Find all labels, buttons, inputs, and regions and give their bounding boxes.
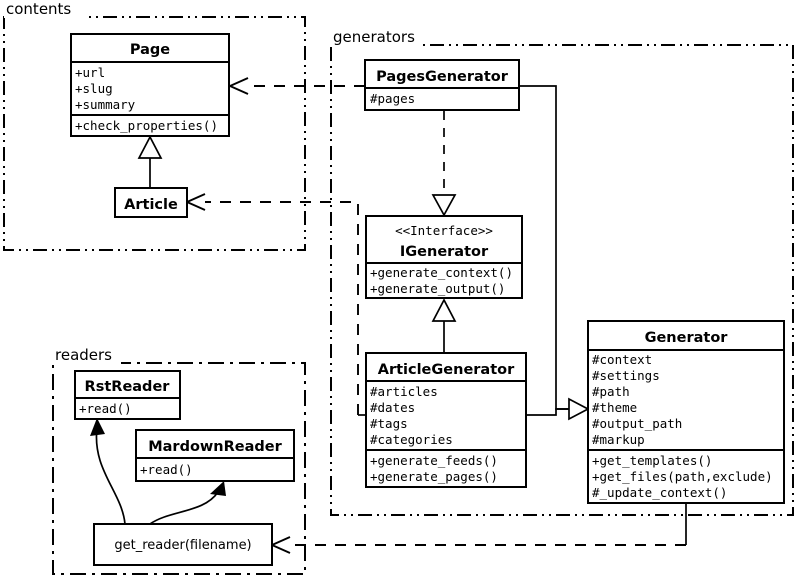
- class-article-box[interactable]: [114, 187, 188, 218]
- class-page-name: Page: [130, 42, 170, 58]
- class-generator-attribute: #theme: [592, 400, 637, 415]
- class-igenerator-operation: +generate_output(): [370, 281, 505, 296]
- class-page[interactable]: Page +url +slug +summary +check_properti…: [70, 33, 230, 137]
- relation-to-generator-arrowhead: [568, 397, 590, 421]
- class-articlegenerator-attribute: #tags: [370, 416, 408, 431]
- package-generators: generators: [330, 28, 794, 516]
- function-get-reader-box[interactable]: [93, 523, 273, 566]
- class-generator-attribute: #output_path: [592, 416, 682, 431]
- class-generator-operation: +get_files(path,exclude): [592, 469, 773, 484]
- relation-articlegenerator-to-generator-line: [526, 408, 570, 416]
- class-pagesgenerator-box[interactable]: [364, 59, 520, 111]
- class-generator-box[interactable]: [587, 320, 785, 504]
- relation-articlegenerator-to-article-arrowhead: [184, 193, 206, 211]
- class-page-attribute: +summary: [75, 97, 136, 112]
- relation-getreader-to-mardownreader-arrowhead: [210, 481, 226, 496]
- class-pagesgenerator-attribute: #pages: [370, 91, 415, 106]
- package-contents-label: contents: [6, 0, 71, 18]
- relation-pagesgenerator-to-igenerator-arrowhead: [431, 194, 457, 217]
- class-mardownreader[interactable]: MardownReader +read(): [135, 429, 295, 482]
- class-articlegenerator-attribute: #categories: [370, 432, 453, 447]
- package-contents-label-backing: [4, 2, 84, 18]
- package-readers-label: readers: [55, 346, 112, 364]
- class-page-box[interactable]: [70, 33, 230, 137]
- package-generators-label-backing: [331, 29, 423, 46]
- relation-getreader-to-mardownreader-line: [149, 491, 219, 525]
- class-rstreader[interactable]: RstReader +read(): [74, 370, 181, 420]
- class-rstreader-operation: +read(): [79, 401, 132, 416]
- class-articlegenerator-name: ArticleGenerator: [378, 362, 515, 378]
- class-articlegenerator-operation: +generate_pages(): [370, 469, 498, 484]
- package-contents: contents: [3, 0, 306, 251]
- relation-pagesgenerator-to-igenerator: [431, 111, 457, 217]
- relation-articlegenerator-to-igenerator-arrowhead: [431, 298, 457, 322]
- relation-articlegenerator-to-article-line: [205, 201, 359, 415]
- class-page-attribute: +url: [75, 65, 105, 80]
- class-article-name: Article: [124, 197, 178, 213]
- class-articlegenerator-operation: +generate_feeds(): [370, 453, 498, 468]
- package-generators-border: [330, 44, 794, 516]
- class-rstreader-name: RstReader: [85, 379, 171, 395]
- relation-getreader-to-rstreader-arrowhead: [90, 418, 105, 436]
- class-page-attribute: +slug: [75, 81, 113, 96]
- class-page-operation: +check_properties(): [75, 118, 218, 133]
- package-generators-label: generators: [333, 28, 415, 46]
- class-generator-attribute: #context: [592, 352, 652, 367]
- relation-getreader-to-mardownreader: [149, 481, 226, 525]
- package-contents-border: [3, 16, 306, 251]
- relation-articlegenerator-to-igenerator: [431, 298, 457, 353]
- class-articlegenerator-box[interactable]: [365, 352, 527, 488]
- class-mardownreader-box[interactable]: [135, 429, 295, 482]
- class-mardownreader-operation: +read(): [140, 462, 193, 477]
- relation-articlegenerator-to-article: [184, 193, 366, 416]
- relation-articlegenerator-to-generator: [526, 397, 590, 421]
- relation-pagesgenerator-to-page-arrowhead: [227, 77, 249, 95]
- class-article[interactable]: Article: [114, 187, 188, 218]
- function-get-reader[interactable]: get_reader(filename): [93, 523, 273, 566]
- class-generator-operation: #_update_context(): [592, 485, 727, 500]
- class-igenerator-name: IGenerator: [400, 244, 489, 260]
- relation-article-to-page-arrowhead: [137, 135, 163, 159]
- package-readers-border: [52, 362, 306, 575]
- relation-getreader-to-rstreader-line: [95, 427, 126, 525]
- package-readers-label-backing: [53, 347, 121, 364]
- class-articlegenerator[interactable]: ArticleGenerator #articles #dates #tags …: [365, 352, 527, 488]
- relation-pagesgenerator-to-page: [227, 77, 365, 95]
- class-articlegenerator-attribute: #dates: [370, 400, 415, 415]
- class-generator-attribute: #settings: [592, 368, 660, 383]
- class-mardownreader-name: MardownReader: [148, 439, 282, 455]
- class-articlegenerator-attribute: #articles: [370, 384, 438, 399]
- relation-getreader-to-rstreader: [90, 418, 126, 525]
- class-igenerator-operation: +generate_context(): [370, 265, 513, 280]
- relation-generator-to-getreader: [269, 503, 687, 554]
- class-pagesgenerator-name: PagesGenerator: [376, 69, 509, 85]
- class-rstreader-box[interactable]: [74, 370, 181, 420]
- relation-generator-to-getreader-arrowhead: [269, 536, 291, 554]
- class-generator-attribute: #markup: [592, 432, 645, 447]
- relation-article-to-page: [137, 135, 163, 188]
- function-get-reader-label: get_reader(filename): [114, 538, 251, 553]
- class-igenerator[interactable]: <<Interface>> IGenerator +generate_conte…: [365, 215, 523, 299]
- class-generator-attribute: #path: [592, 384, 630, 399]
- class-igenerator-stereotype: <<Interface>>: [395, 223, 493, 238]
- class-pagesgenerator[interactable]: PagesGenerator #pages: [364, 59, 520, 111]
- class-generator-operation: +get_templates(): [592, 453, 712, 468]
- package-readers: readers: [52, 346, 306, 575]
- class-igenerator-box[interactable]: [365, 215, 523, 299]
- class-generator-name: Generator: [645, 330, 729, 346]
- class-generator[interactable]: Generator #context #settings #path #them…: [587, 320, 785, 504]
